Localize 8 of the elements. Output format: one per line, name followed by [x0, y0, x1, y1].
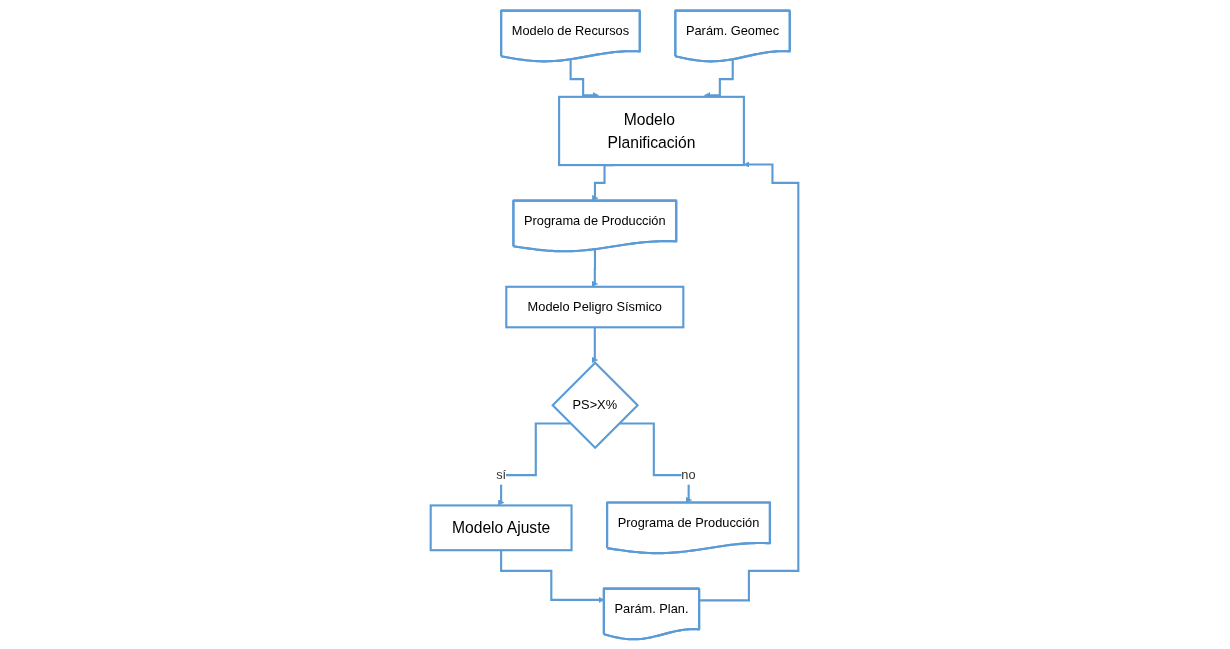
- edge-label: sí: [496, 467, 507, 482]
- node-box: Modelo Ajuste: [430, 503, 574, 551]
- arrow: [699, 160, 800, 601]
- node-box: Modelo Peligro Sísmico: [505, 285, 685, 328]
- arrow: [619, 421, 693, 503]
- edge-label: no: [681, 467, 697, 482]
- node-box: Modelo Planificación: [558, 95, 746, 166]
- node-diamond: PS>X%: [551, 360, 640, 449]
